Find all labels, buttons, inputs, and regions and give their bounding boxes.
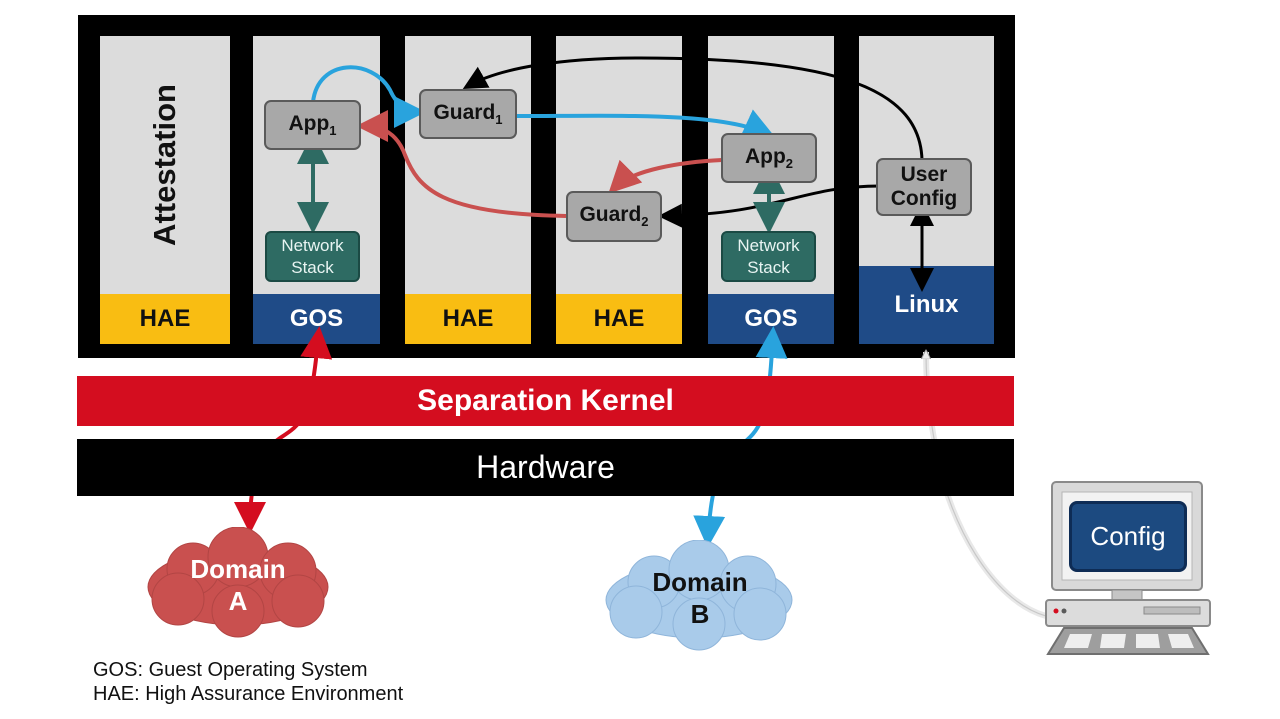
network-stack-2: Network Stack [721,231,816,282]
guard2-label: Guard2 [579,203,649,230]
network-stack-1-line2: Stack [291,257,334,277]
app1-box: App1 [264,100,361,150]
network-stack-2-line1: Network [737,235,800,255]
partition-guard-1 [405,36,531,294]
band-hae-2: HAE [405,294,531,344]
domain-a-label: Domain A [190,554,286,616]
network-stack-1: Network Stack [265,231,360,282]
guard1-box: Guard1 [419,89,517,139]
partition-linux [859,36,994,266]
user-config-line2: Config [890,187,958,210]
band-hae-3: HAE [556,294,682,344]
band-gos-2: GOS [708,294,834,344]
config-screen-button: Config [1069,501,1187,572]
domain-b-cloud [605,540,793,651]
network-stack-2-line2: Stack [747,257,790,277]
user-config-line1: User [900,163,948,186]
app2-box: App2 [721,133,817,183]
legend-hae: HAE: High Assurance Environment [93,683,404,705]
band-hae-1: HAE [100,294,230,344]
app2-label: App2 [744,144,794,172]
band-gos-1: GOS [253,294,380,344]
guard2-box: Guard2 [566,191,662,242]
hardware-layer: Hardware [77,439,1014,496]
legend-gos: GOS: Guest Operating System [93,659,368,681]
domain-b-label: Domain B [652,567,748,629]
band-linux: Linux [859,266,994,344]
partition-guard-2 [556,36,682,294]
app1-label: App1 [288,111,337,139]
guard1-label: Guard1 [433,100,503,128]
domain-a-cloud [147,527,329,638]
user-config-box: User Config [876,158,972,216]
separation-kernel-layer: Separation Kernel [77,376,1014,426]
attestation-label: Attestation [147,84,183,246]
network-stack-1-line1: Network [281,235,344,255]
legend: GOS: Guest Operating System HAE: High As… [93,658,403,706]
partition-attestation [100,36,230,294]
